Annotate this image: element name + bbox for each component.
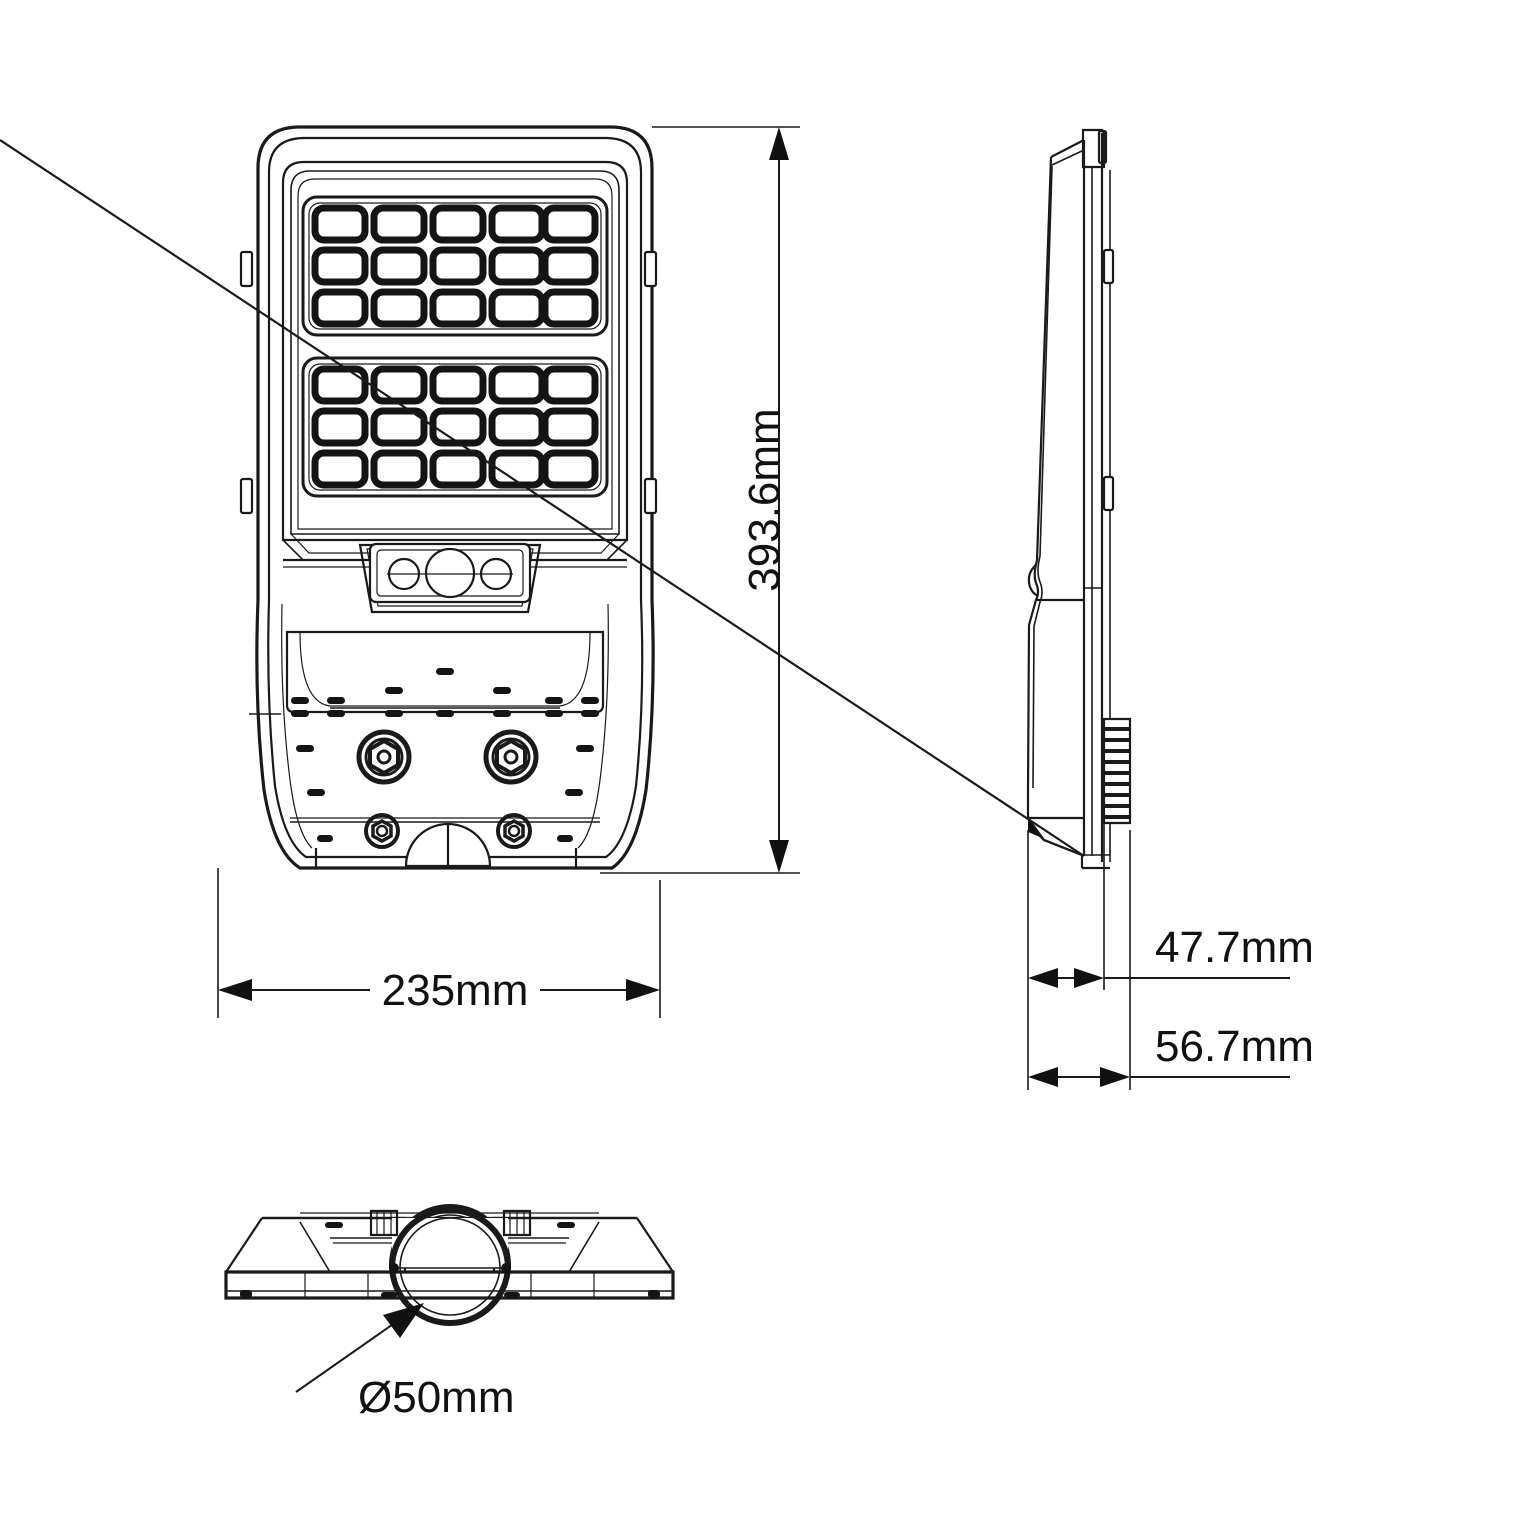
clamp-pivot-left bbox=[389, 1263, 399, 1273]
height-arrow-top bbox=[769, 127, 789, 160]
side-front-face bbox=[1051, 140, 1084, 157]
hex-bolt-large-left bbox=[359, 732, 409, 782]
bracket-tab-left bbox=[325, 1222, 343, 1228]
dimension-height: 393.6mm bbox=[600, 126, 800, 874]
dimension-pole-diameter: Ø50mm bbox=[295, 1303, 514, 1422]
bracket-foot-right bbox=[648, 1290, 660, 1298]
side-spine-left bbox=[0, 140, 1084, 856]
pole-diameter-label: Ø50mm bbox=[358, 1373, 514, 1422]
body-right-contour bbox=[578, 604, 608, 848]
faceplate-frame-inner2 bbox=[298, 179, 612, 529]
side-tab-left-lower bbox=[241, 479, 252, 513]
depth-total-arrow-left bbox=[1028, 1067, 1058, 1087]
led-module-upper-frame-inner bbox=[309, 203, 601, 329]
housing-outer-inline bbox=[268, 138, 642, 857]
sensor-module bbox=[360, 544, 540, 612]
heat-sink-fins bbox=[1104, 727, 1130, 819]
height-dimension-label: 393.6mm bbox=[740, 408, 789, 591]
bracket-right-slope bbox=[637, 1218, 673, 1272]
body-left-contour bbox=[282, 604, 312, 848]
bracket-left-inner-slope bbox=[300, 1222, 330, 1272]
bracket-foot-mid-right bbox=[504, 1292, 520, 1298]
side-front-face-2 bbox=[1052, 150, 1084, 165]
bracket-foot-left bbox=[240, 1290, 252, 1298]
width-arrow-right bbox=[626, 979, 660, 1001]
led-module-upper-frame bbox=[301, 195, 609, 337]
depth-body-arrow-left bbox=[1028, 968, 1058, 988]
width-arrow-left bbox=[218, 979, 252, 1001]
depth-body-arrow-right bbox=[1074, 968, 1104, 988]
width-dimension-label: 235mm bbox=[382, 966, 529, 1015]
diameter-leader-arrow bbox=[383, 1303, 424, 1338]
side-tab-right-lower bbox=[645, 479, 656, 513]
pole-clamp-arc-upper bbox=[392, 1210, 508, 1268]
front-view bbox=[241, 127, 656, 868]
side-cable-gland bbox=[1029, 565, 1038, 596]
height-arrow-bottom bbox=[769, 840, 789, 873]
side-body-left-profile bbox=[1028, 157, 1082, 868]
bottom-skirt-left bbox=[316, 848, 406, 868]
led-module-upper bbox=[301, 195, 609, 337]
hex-bolt-large-right bbox=[486, 732, 536, 782]
hex-bolt-small-right bbox=[498, 815, 530, 847]
faceplate-frame-outer bbox=[283, 162, 627, 540]
side-view-tab-upper bbox=[1104, 250, 1113, 283]
pole-clamp-arc-upper-inner bbox=[400, 1218, 500, 1268]
bracket-base-flange bbox=[226, 1272, 673, 1298]
bracket-bolt-left bbox=[371, 1211, 397, 1235]
bracket-left-slope bbox=[226, 1218, 262, 1272]
faceplate-frame-inner bbox=[291, 171, 619, 534]
side-foot-marker bbox=[1028, 818, 1040, 837]
dimension-depth-total: 56.7mm bbox=[1027, 830, 1314, 1090]
hex-bolt-small-left bbox=[366, 815, 398, 847]
rear-panel-curve bbox=[300, 632, 590, 706]
panel-marks bbox=[291, 668, 599, 842]
led-cells-upper bbox=[311, 204, 599, 328]
bracket-foot-mid-left bbox=[381, 1292, 397, 1298]
led-module-lower-frame bbox=[301, 356, 609, 498]
depth-total-dimension-label: 56.7mm bbox=[1155, 1022, 1314, 1071]
housing-outer-outline bbox=[257, 127, 653, 868]
sensor-lens-center bbox=[426, 549, 474, 597]
bottom-view bbox=[226, 1207, 673, 1323]
bottom-skirt-right bbox=[490, 848, 576, 868]
led-module-lower-frame-inner bbox=[309, 364, 601, 490]
bracket-bolt-right bbox=[504, 1211, 530, 1235]
side-view bbox=[0, 130, 1130, 868]
side-tab-left-upper bbox=[241, 252, 252, 286]
depth-total-arrow-right bbox=[1100, 1067, 1130, 1087]
dimension-width: 235mm bbox=[217, 868, 661, 1018]
diameter-leader-line bbox=[295, 1312, 410, 1393]
side-tab-right-upper bbox=[645, 252, 656, 286]
dimension-depth-body: 47.7mm bbox=[1027, 760, 1314, 990]
clamp-pivot-right bbox=[501, 1263, 511, 1273]
bracket-tab-right bbox=[557, 1222, 575, 1228]
bracket-right-inner-slope bbox=[569, 1222, 599, 1272]
side-heat-sink bbox=[1104, 719, 1130, 823]
depth-body-dimension-label: 47.7mm bbox=[1155, 923, 1314, 972]
side-view-tab-lower bbox=[1104, 477, 1113, 510]
